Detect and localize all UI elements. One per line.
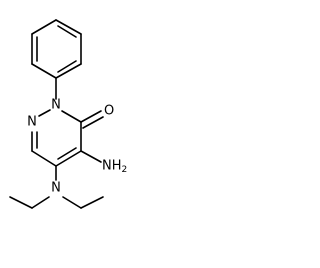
ring-bond-c4-c5	[55, 150, 82, 167]
phenyl-ring	[31, 19, 82, 79]
phenyl-bond	[31, 63, 57, 79]
diethyl-groups	[9, 196, 104, 209]
molecule-structure-diagram: N N O NH2 N	[9, 19, 127, 209]
phenyl-bond	[55, 63, 82, 79]
carbonyl-double-bond	[82, 116, 104, 129]
diethylamino-nitrogen-label: N	[51, 181, 61, 196]
amino-group-label: NH2	[102, 159, 127, 176]
pyridazinone-ring	[31, 109, 82, 167]
ethyl-bond	[9, 196, 33, 209]
atom-labels: N N O NH2 N	[27, 98, 127, 196]
phenyl-double-bond	[57, 60, 77, 73]
ethyl-bond	[62, 196, 82, 209]
ring-nitrogen-n1-label: N	[27, 115, 37, 130]
ring-double-bond-c4-c5	[57, 147, 77, 160]
phenyl-double-bond	[57, 25, 77, 38]
ethyl-bond	[80, 196, 104, 209]
ring-bond-n2-c3	[61, 110, 82, 123]
ethyl-bond	[31, 196, 50, 209]
phenyl-bond	[31, 19, 57, 35]
ring-bond-n1-n2	[38, 109, 51, 117]
ring-bond-c5-c6	[31, 150, 57, 167]
carbonyl-oxygen-label: O	[104, 104, 114, 119]
amino-bond	[80, 150, 102, 163]
phenyl-bond	[55, 19, 82, 35]
carbonyl-bond	[80, 110, 102, 123]
ring-nitrogen-n2-label: N	[51, 98, 61, 113]
